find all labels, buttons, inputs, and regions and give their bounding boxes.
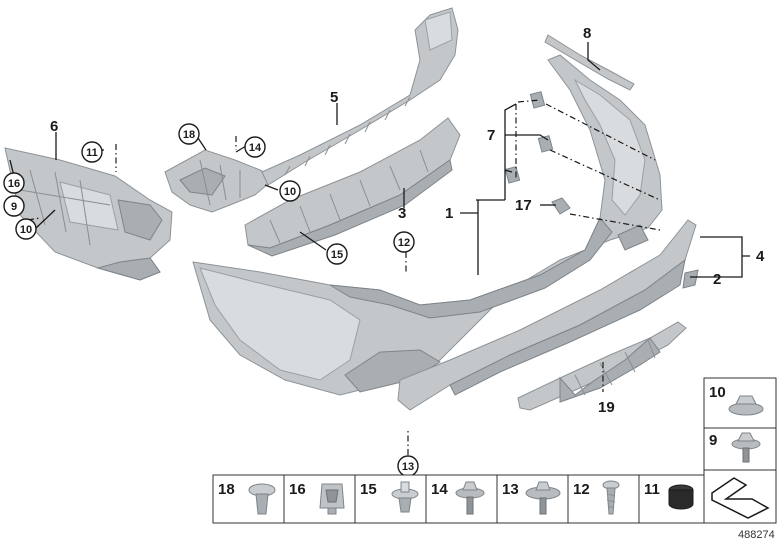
fastener-12 bbox=[602, 480, 620, 515]
part-4-diffuser bbox=[397, 219, 699, 411]
part-small-bracket bbox=[164, 149, 276, 213]
legend-right: 10 9 bbox=[703, 377, 777, 471]
legend-label-18: 18 bbox=[218, 481, 235, 498]
callouts: 1 2 3 4 5 6 7 8 17 19 16 9 10 11 18 14 1… bbox=[3, 25, 765, 477]
callout-17: 17 bbox=[515, 197, 532, 214]
legend-label-13: 13 bbox=[502, 481, 519, 498]
legend-label-16: 16 bbox=[289, 481, 306, 498]
part-19-lower-diffuser bbox=[517, 321, 687, 411]
fastener-14 bbox=[455, 481, 485, 515]
leader-lines bbox=[9, 42, 750, 278]
callout-9: 9 bbox=[11, 201, 17, 213]
assembly-lines bbox=[27, 99, 661, 455]
callout-18: 18 bbox=[183, 129, 195, 141]
callout-16: 16 bbox=[8, 178, 20, 190]
callout-15: 15 bbox=[331, 249, 343, 261]
legend-label-15: 15 bbox=[360, 481, 377, 498]
callout-6: 6 bbox=[50, 118, 58, 135]
callout-7: 7 bbox=[487, 127, 495, 144]
diagram-reference-number: 488274 bbox=[738, 529, 775, 541]
callout-18-circle bbox=[178, 123, 200, 145]
part-8-trim-strip bbox=[544, 34, 635, 91]
callout-2: 2 bbox=[713, 271, 721, 288]
callout-19: 19 bbox=[598, 399, 615, 416]
callout-11: 11 bbox=[86, 147, 98, 159]
callout-11-circle bbox=[81, 141, 103, 163]
legend-label-11: 11 bbox=[644, 481, 660, 498]
fastener-13 bbox=[525, 481, 561, 515]
callout-3: 3 bbox=[398, 205, 406, 222]
callout-1: 1 bbox=[445, 205, 453, 222]
part-17-clip bbox=[551, 197, 571, 215]
callout-5: 5 bbox=[330, 89, 338, 106]
part-5-upper-beam bbox=[261, 7, 459, 186]
callout-12: 12 bbox=[398, 237, 410, 249]
legend-label-9: 9 bbox=[709, 432, 717, 449]
callout-10a-circle bbox=[15, 218, 37, 240]
part-6-left-bracket bbox=[4, 147, 173, 281]
legend-box-14 bbox=[425, 474, 498, 524]
callout-15-circle bbox=[326, 243, 348, 265]
legend-label-14: 14 bbox=[431, 481, 448, 498]
callout-10b: 10 bbox=[284, 186, 296, 198]
callout-4: 4 bbox=[756, 248, 765, 265]
callout-8: 8 bbox=[583, 25, 591, 42]
callout-14: 14 bbox=[249, 142, 262, 154]
callout-14-circle bbox=[244, 136, 266, 158]
part-1-bumper-cover bbox=[192, 54, 663, 396]
legend-box-15 bbox=[354, 474, 427, 524]
part-7-brackets bbox=[504, 91, 554, 184]
part-3-carrier bbox=[244, 117, 461, 257]
legend-box-13 bbox=[496, 474, 569, 524]
callout-12-circle bbox=[393, 231, 415, 253]
callout-10a: 10 bbox=[20, 224, 32, 236]
callout-9-circle bbox=[3, 195, 25, 217]
callout-13: 13 bbox=[402, 461, 414, 473]
assembly-symbol-icon bbox=[711, 477, 770, 519]
callout-10b-circle bbox=[279, 180, 301, 202]
legend-label-12: 12 bbox=[573, 481, 590, 498]
fastener-16 bbox=[319, 483, 345, 515]
legend-label-10: 10 bbox=[709, 384, 726, 401]
fastener-11 bbox=[668, 484, 694, 510]
legend-bottom: 18 16 15 14 13 12 11 bbox=[212, 469, 777, 524]
fastener-15 bbox=[391, 481, 419, 513]
fastener-18 bbox=[248, 483, 276, 515]
legend-box-18 bbox=[212, 474, 285, 524]
callout-16-circle bbox=[3, 172, 25, 194]
